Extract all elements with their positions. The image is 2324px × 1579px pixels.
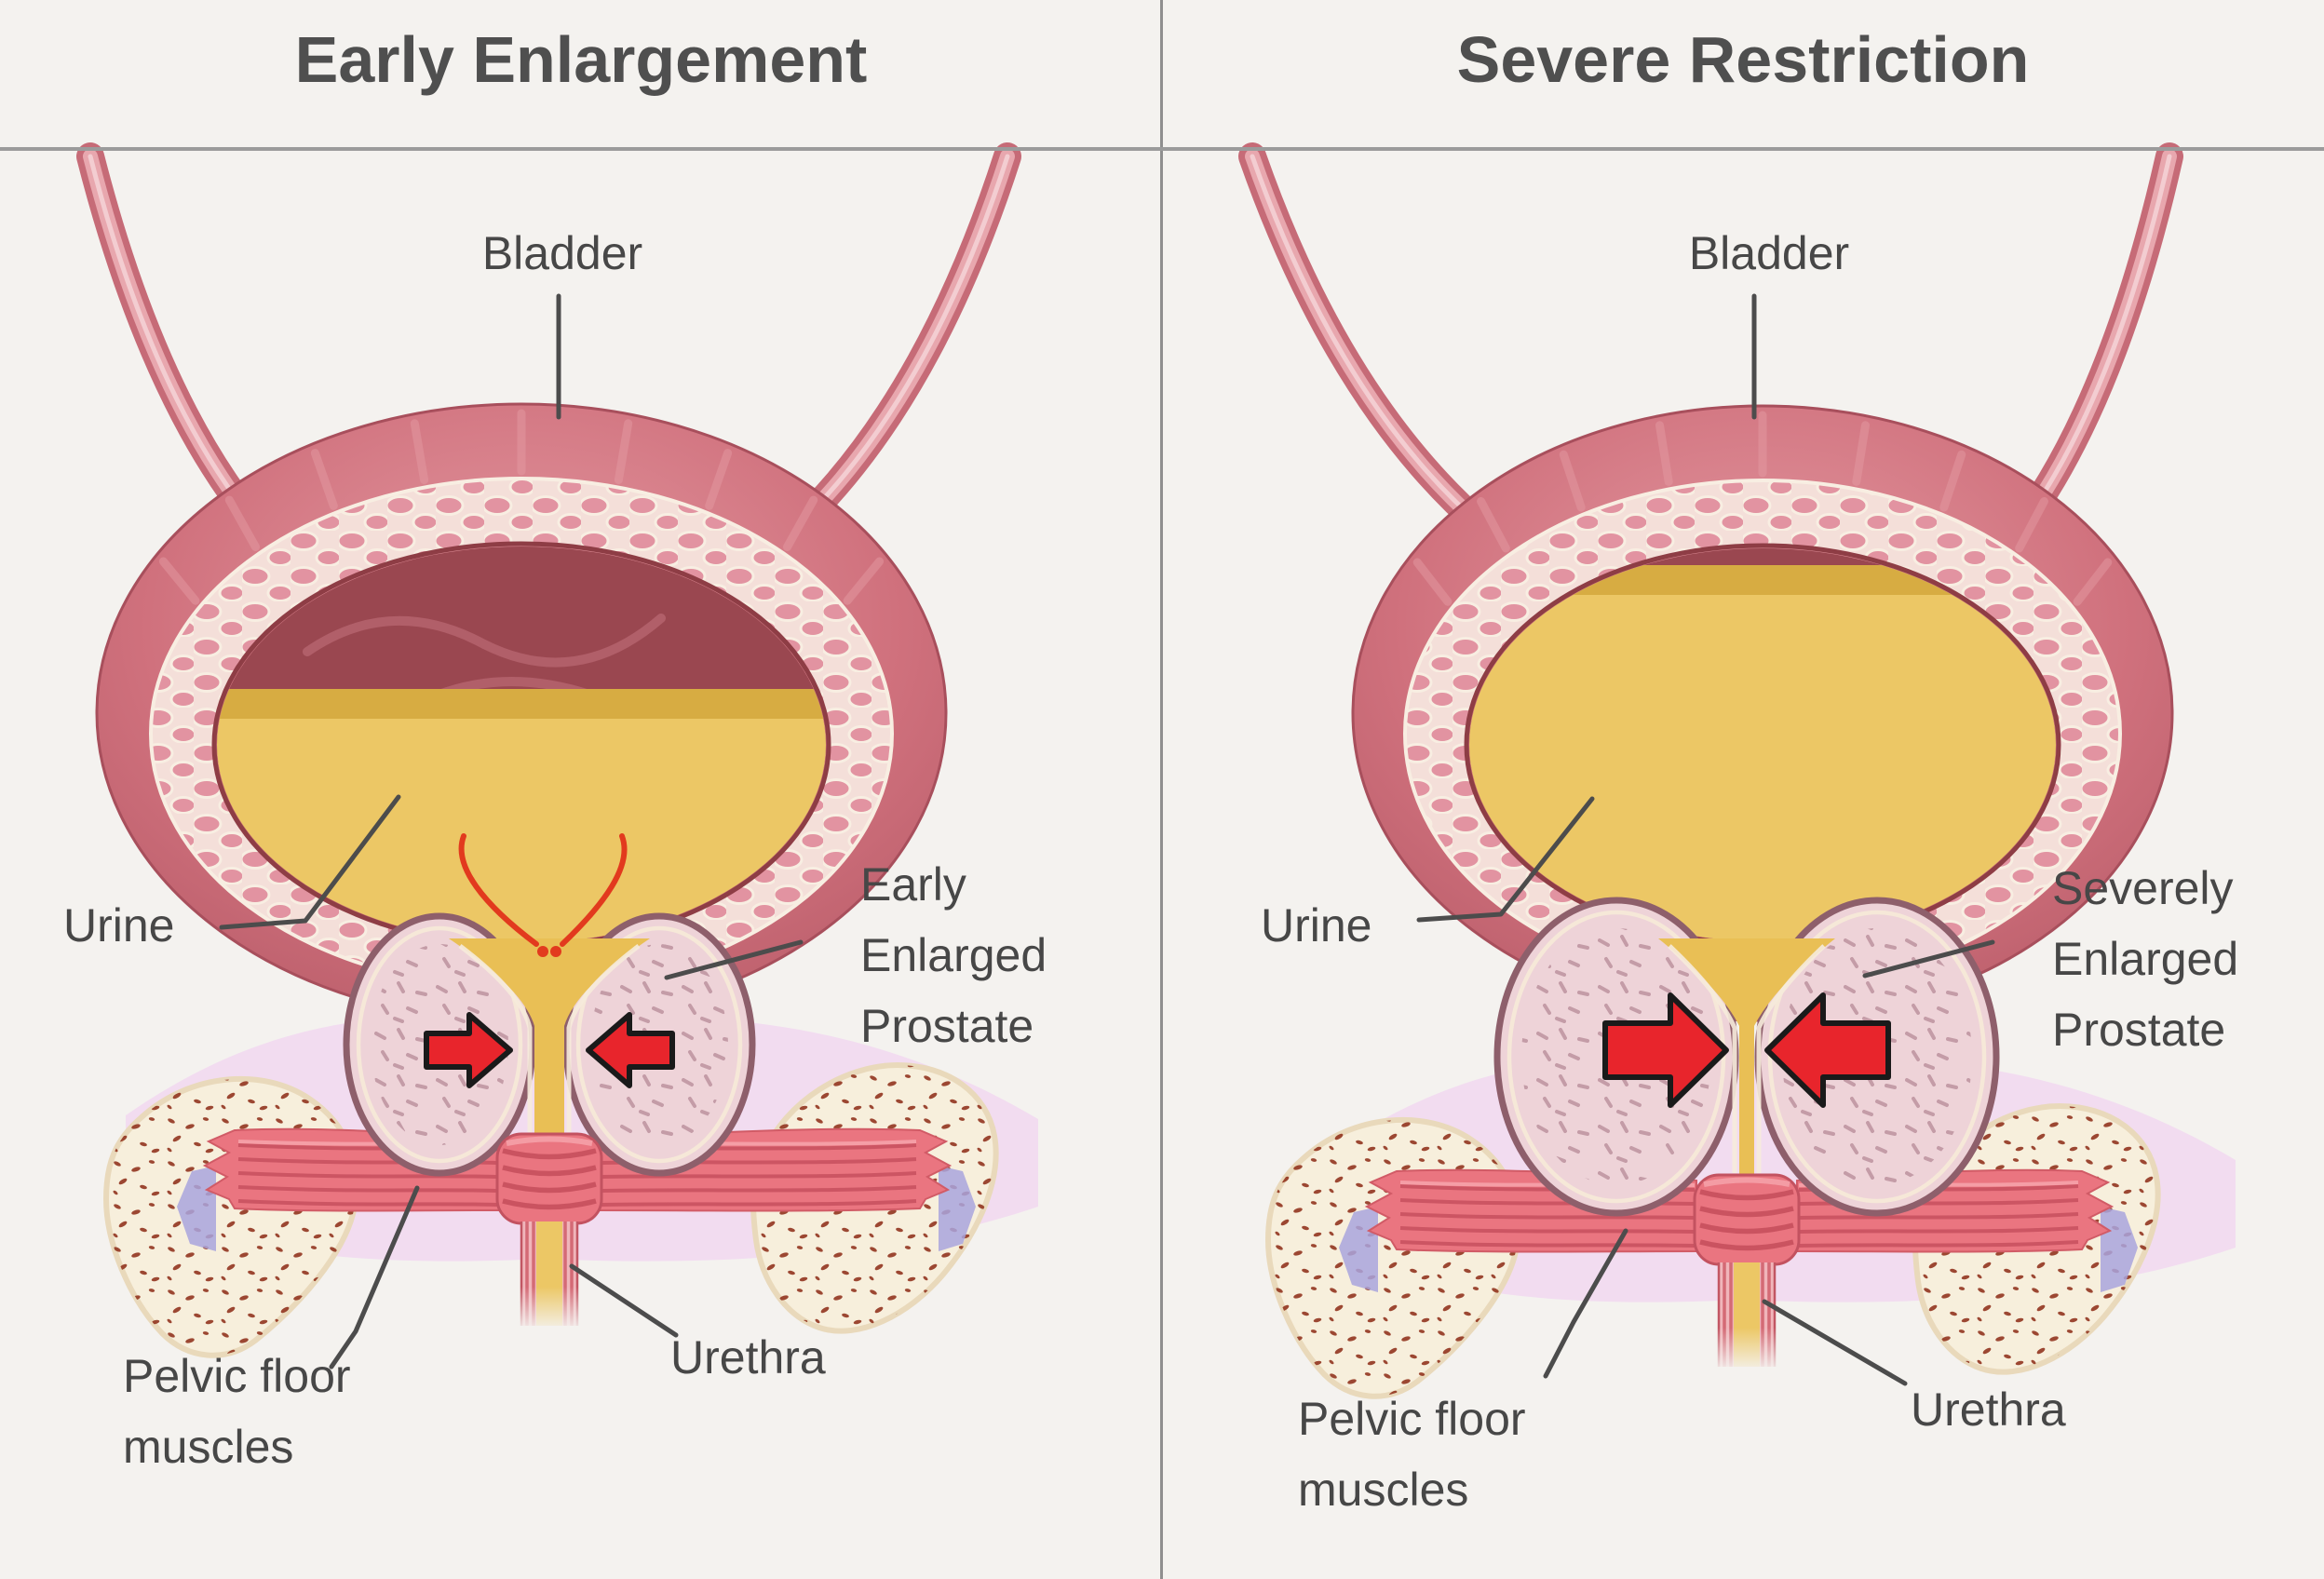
label-urine: Urine	[1261, 899, 1372, 951]
leader-prostate	[664, 939, 804, 980]
pubic-bone-left	[102, 1075, 359, 1358]
compression-arrow-left	[1602, 992, 1729, 1108]
compression-arrows	[424, 1012, 675, 1088]
label-line: Early	[860, 858, 966, 911]
leader-prostate	[1862, 939, 1995, 978]
label-enlarged-prostate: Severely Enlarged Prostate	[2052, 853, 2238, 1065]
bladder	[95, 402, 948, 1024]
fascia-left	[1339, 1207, 1378, 1292]
bladder	[1351, 404, 2174, 1022]
label-line: muscles	[1298, 1464, 1469, 1516]
label-line: muscles	[123, 1421, 294, 1473]
panel-early-enlargement: Early Enlargement Bladder Urine Early En…	[63, 23, 1047, 1482]
leader-urine	[219, 794, 401, 930]
label-line: Pelvic floor	[1298, 1393, 1526, 1445]
label-line: Prostate	[860, 1000, 1034, 1052]
label-urethra: Urethra	[670, 1331, 826, 1383]
label-bladder: Bladder	[1688, 227, 1850, 279]
urine-pool	[1469, 565, 2056, 941]
urethra-channel	[449, 938, 650, 1141]
label-line: Prostate	[2052, 1004, 2226, 1056]
panel-title: Early Enlargement	[294, 23, 868, 96]
leader-urethra	[1762, 1299, 1908, 1386]
leader-pelvic	[1543, 1228, 1628, 1379]
urethra-tube	[510, 1221, 588, 1331]
panel-title: Severe Restriction	[1456, 23, 2030, 96]
pubic-bone-left	[1264, 1116, 1521, 1399]
label-enlarged-prostate: Early Enlarged Prostate	[860, 849, 1047, 1061]
label-line: Severely	[2052, 862, 2234, 914]
panel-divider	[1160, 0, 1163, 1579]
leader-lines	[219, 293, 804, 1370]
sphincter-knot	[1693, 1173, 1801, 1266]
compression-arrow-right	[1764, 992, 1891, 1108]
panel-severe-restriction: Severe Restriction Bladder Urine Severel…	[1162, 0, 2324, 1579]
leader-lines	[1416, 293, 1995, 1386]
label-bladder: Bladder	[481, 227, 643, 279]
fascia-right	[939, 1166, 976, 1251]
compression-arrow-right	[586, 1012, 675, 1088]
compression-arrow-left	[424, 1012, 513, 1088]
label-urine: Urine	[63, 899, 175, 951]
label-line: Enlarged	[860, 929, 1047, 981]
fascia-right	[2101, 1207, 2138, 1292]
leader-urethra	[569, 1263, 679, 1338]
anatomy-illustration-early	[76, 142, 1038, 1370]
label-line: Enlarged	[2052, 933, 2239, 985]
header-divider	[0, 147, 2324, 151]
urethra-channel	[1658, 938, 1835, 1182]
anatomy-illustration-severe	[1238, 142, 2236, 1399]
label-line: Pelvic floor	[123, 1350, 351, 1402]
urine-flow-lines	[458, 833, 628, 957]
leader-urine	[1416, 796, 1595, 923]
label-pelvic-floor-muscles: Pelvic floor muscles	[123, 1341, 351, 1482]
urethra-tube	[1708, 1262, 1786, 1372]
leader-pelvic	[329, 1185, 420, 1370]
label-pelvic-floor-muscles: Pelvic floor muscles	[1298, 1383, 1526, 1525]
fascia-left	[177, 1166, 216, 1251]
compression-arrows	[1602, 992, 1891, 1108]
label-urethra: Urethra	[1911, 1383, 2066, 1436]
sphincter-knot	[495, 1132, 603, 1225]
